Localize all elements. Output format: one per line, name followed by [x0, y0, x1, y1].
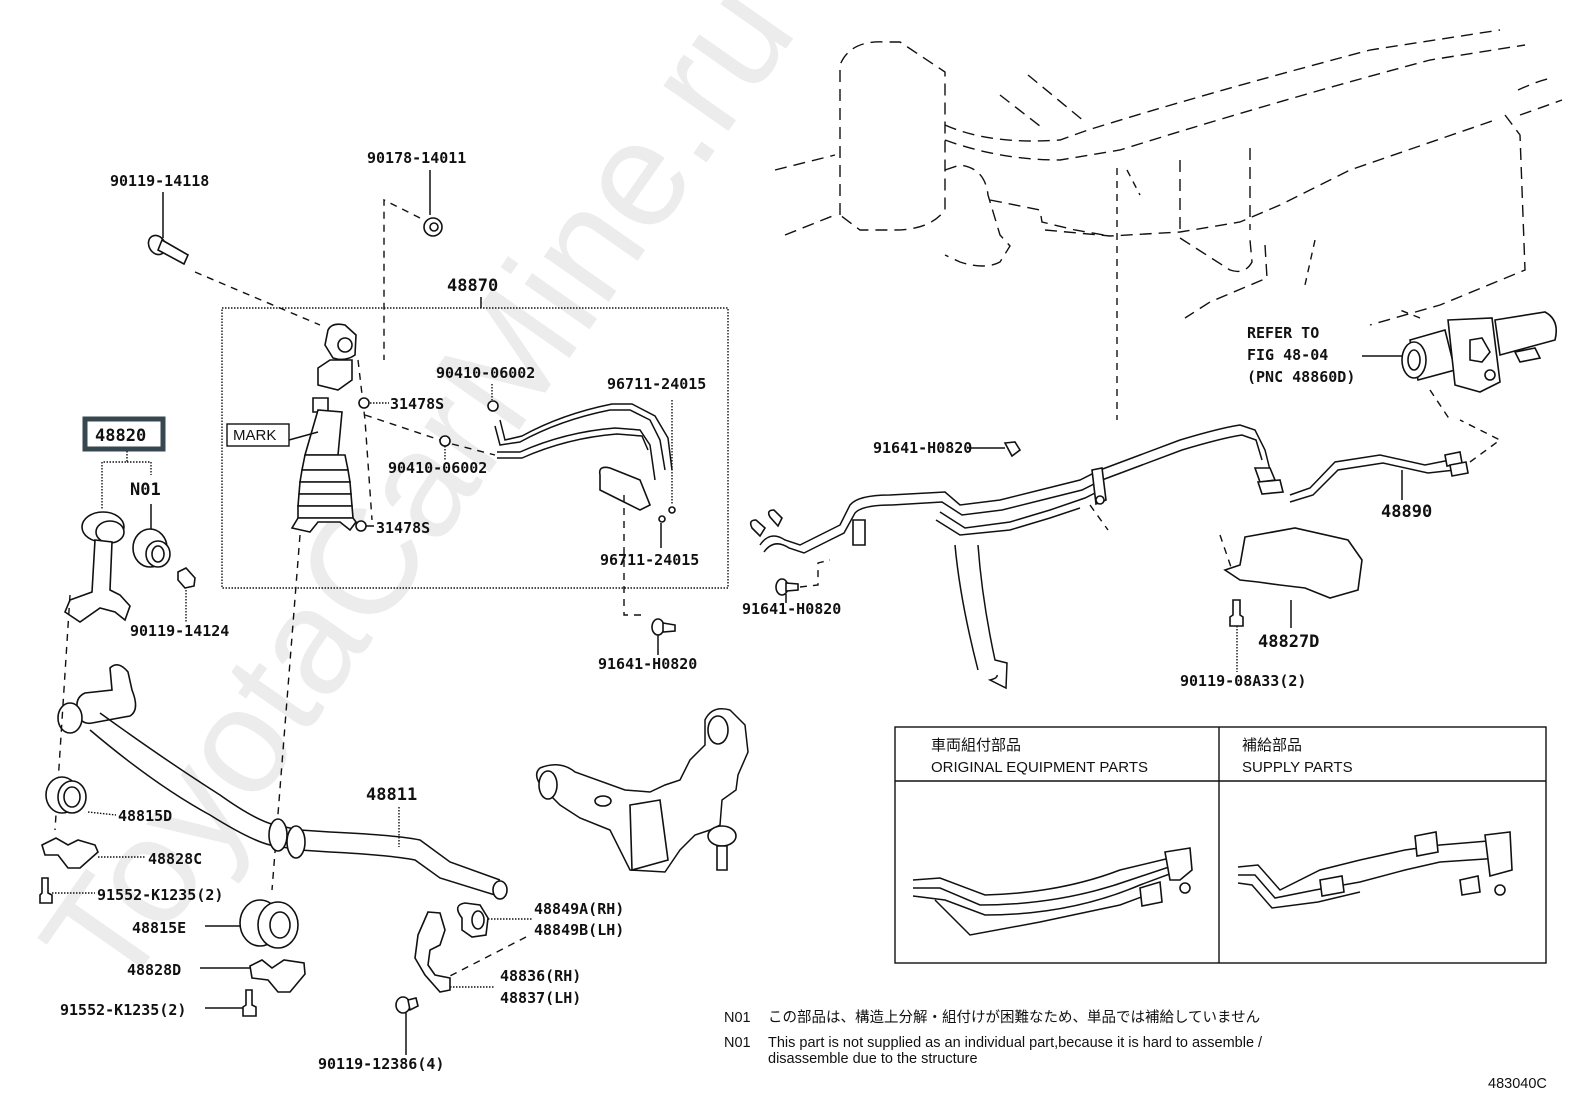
refer-line1: REFER TO: [1247, 324, 1319, 342]
stabilizer-cylinder: [271, 323, 373, 891]
label-90410-06002-lower: 90410-06002: [388, 459, 487, 477]
label-48828C: 48828C: [148, 850, 202, 868]
label-48828D: 48828D: [127, 961, 181, 979]
label-48815D: 48815D: [118, 807, 172, 825]
bushing-N01: [132, 528, 171, 568]
detail-arrow: [954, 544, 1008, 690]
part-48815D[interactable]: 48815D: [45, 776, 172, 825]
part-91552-K1235-upper[interactable]: 91552-K1235(2): [39, 877, 223, 904]
part-31478S-lower[interactable]: [355, 520, 367, 532]
part-48849[interactable]: 48849A(RH) 48849B(LH): [449, 900, 624, 977]
label-48836: 48836(RH): [500, 967, 581, 985]
supply-parts-hose-illustration: [1237, 831, 1513, 909]
label-90119-14124: 90119-14124: [130, 622, 229, 640]
part-90410-06002-upper[interactable]: [487, 400, 499, 412]
label-31478S-upper: 31478S: [390, 395, 444, 413]
label-mark: MARK: [233, 427, 276, 444]
assembly-48870[interactable]: 48870 MARK 31478S: [221, 276, 729, 891]
note-en-code: N01: [724, 1035, 751, 1051]
figure-id: 483040C: [1488, 1076, 1547, 1092]
label-91641-H0820-a: 91641-H0820: [873, 439, 972, 457]
label-90119-12386: 90119-12386(4): [318, 1055, 444, 1073]
hydraulic-hoses: [494, 400, 676, 616]
label-48827D: 48827D: [1258, 632, 1319, 652]
part-31478S-upper[interactable]: [358, 397, 370, 409]
table-header-right-jp: 補給部品: [1242, 737, 1302, 754]
table-header-left-en: ORIGINAL EQUIPMENT PARTS: [931, 759, 1148, 776]
part-48827D[interactable]: 48827D: [1219, 527, 1363, 652]
label-48870: 48870: [447, 276, 498, 296]
refer-line2: FIG 48-04: [1247, 346, 1328, 364]
part-48820[interactable]: 48820 N01: [64, 416, 171, 623]
table-header-left-jp: 車両組付部品: [931, 737, 1021, 754]
label-90119-08A33: 90119-08A33(2): [1180, 672, 1306, 690]
original-equipment-hose-illustration: [912, 847, 1193, 936]
part-91641-H0820-low[interactable]: 91641-H0820: [742, 559, 841, 618]
label-48890: 48890: [1381, 502, 1432, 522]
label-90410-06002-upper: 90410-06002: [436, 364, 535, 382]
label-90119-14118: 90119-14118: [110, 172, 209, 190]
part-48890[interactable]: 48890: [1289, 419, 1502, 522]
note-jp-code: N01: [724, 1010, 751, 1026]
label-90178-14011: 90178-14011: [367, 149, 466, 167]
part-90410-06002-lower[interactable]: [439, 435, 451, 447]
assembly-48870-box: [221, 307, 729, 589]
bellows: [297, 454, 354, 519]
label-91641-H0820-b: 91641-H0820: [742, 600, 841, 618]
label-48849B: 48849B(LH): [534, 921, 624, 939]
stabilizer-link: [64, 511, 131, 623]
footnotes: N01 この部品は、構造上分解・組付けが困難なため、単品では補給していません N…: [724, 1009, 1263, 1067]
part-48828D[interactable]: 48828D: [127, 959, 306, 993]
label-N01: N01: [130, 480, 161, 500]
part-90119-14118[interactable]: 90119-14118: [110, 172, 321, 326]
part-48811-stabilizer-bar[interactable]: 48811: [54, 594, 508, 900]
part-91641-H0820-lower-left[interactable]: 91641-H0820: [598, 618, 697, 673]
refer-line3: (PNC 48860D): [1247, 368, 1355, 386]
part-91641-H0820-mid[interactable]: 91641-H0820: [873, 439, 1022, 458]
part-90178-14011[interactable]: 90178-14011: [367, 149, 466, 360]
height-control-valve: [1401, 311, 1558, 393]
label-91552-K1235-b: 91552-K1235(2): [60, 1001, 186, 1019]
label-96711-24015-lower: 96711-24015: [600, 551, 699, 569]
lower-control-arm: [535, 708, 749, 873]
label-91641-H0820-c: 91641-H0820: [598, 655, 697, 673]
part-90119-12386[interactable]: 90119-12386(4): [318, 996, 444, 1073]
label-48811: 48811: [366, 785, 417, 805]
label-48849A: 48849A(RH): [534, 900, 624, 918]
part-48828C[interactable]: 48828C: [41, 837, 202, 869]
part-48836-48837[interactable]: 48836(RH) 48837(LH): [414, 911, 581, 1007]
part-90119-08A33[interactable]: 90119-08A33(2): [1180, 599, 1306, 690]
hose-assembly-main: [749, 424, 1285, 554]
part-91552-K1235-lower[interactable]: 91552-K1235(2): [60, 989, 257, 1019]
table-header-right-en: SUPPLY PARTS: [1242, 759, 1353, 776]
label-96711-24015-upper: 96711-24015: [607, 375, 706, 393]
refer-48860D[interactable]: REFER TO FIG 48-04 (PNC 48860D): [1247, 309, 1558, 421]
label-48820: 48820: [95, 426, 146, 446]
label-48815E: 48815E: [132, 919, 186, 937]
label-31478S-lower: 31478S: [376, 519, 430, 537]
note-jp-text: この部品は、構造上分解・組付けが困難なため、単品では補給していません: [768, 1009, 1260, 1026]
mark-box: [226, 423, 290, 447]
note-en-text-2: disassemble due to the structure: [768, 1051, 978, 1067]
part-48815E[interactable]: 48815E: [132, 899, 299, 949]
part-90119-14124[interactable]: 90119-14124: [130, 567, 229, 640]
highlight-box-48820: [82, 416, 166, 452]
vehicle-frame-outline: [774, 29, 1563, 420]
note-en-text: This part is not supplied as an individu…: [768, 1035, 1263, 1051]
label-91552-K1235-a: 91552-K1235(2): [97, 886, 223, 904]
comparison-table: 車両組付部品 ORIGINAL EQUIPMENT PARTS 補給部品 SUP…: [894, 726, 1547, 964]
label-48837: 48837(LH): [500, 989, 581, 1007]
